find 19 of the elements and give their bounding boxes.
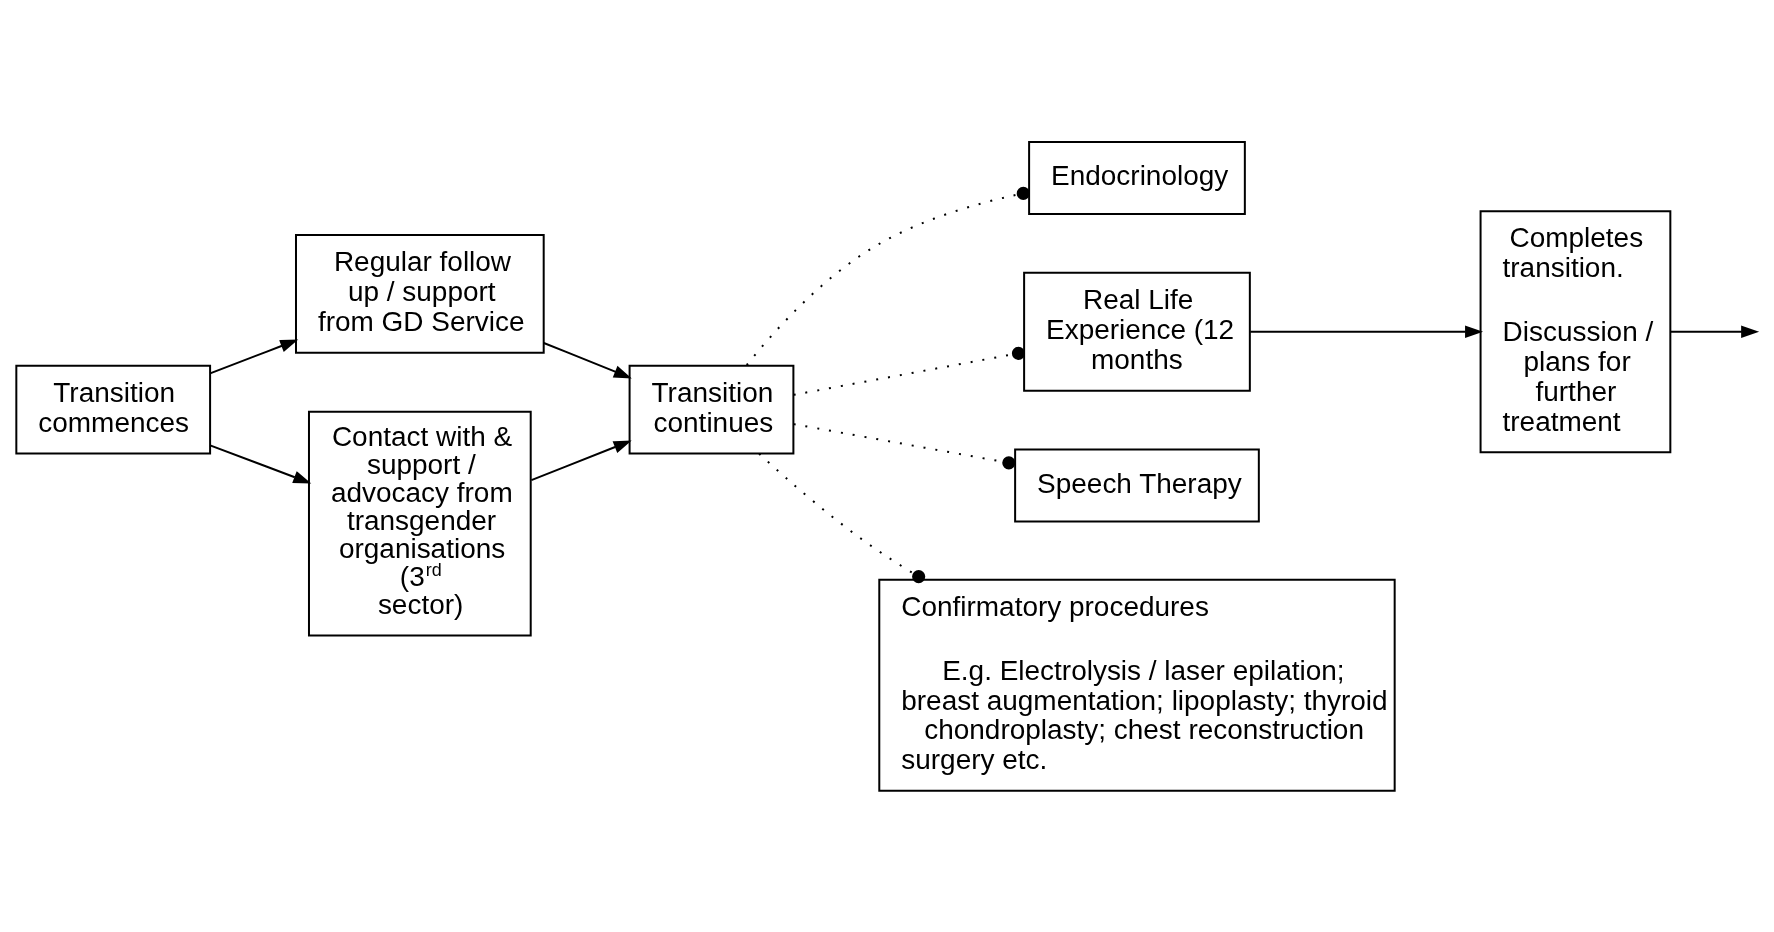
node-box: Speech Therapy	[1014, 448, 1260, 523]
arrow	[209, 339, 299, 374]
node-box: Regular follow up / support from GD Service	[295, 233, 545, 354]
node-box: Transition commences	[15, 364, 212, 455]
arrow	[530, 439, 632, 481]
arrow	[1249, 324, 1484, 338]
node-box: Contact with & support / advocacy from transgender organisations (3$^{rd}$ sector)	[308, 410, 532, 636]
node-box: Completes transition. Discussion / plans for further treatment	[1479, 209, 1672, 453]
connector	[745, 186, 1030, 366]
connector	[758, 452, 926, 583]
connector	[792, 346, 1026, 396]
node-box: Transition continues	[628, 364, 795, 455]
node-box: Real Life Experience (12 months	[1023, 271, 1251, 392]
arrow	[1669, 324, 1760, 338]
arrow	[542, 341, 632, 378]
node-box: Endocrinology	[1028, 140, 1246, 215]
node-box: Confirmatory procedures E.g. Electrolysis / laser epilation; breast augmentation; lipoplasty; thyroid chondroplasty; chest reconstruction surgery etc.	[878, 578, 1396, 792]
arrow	[209, 443, 312, 483]
connector	[792, 422, 1016, 469]
